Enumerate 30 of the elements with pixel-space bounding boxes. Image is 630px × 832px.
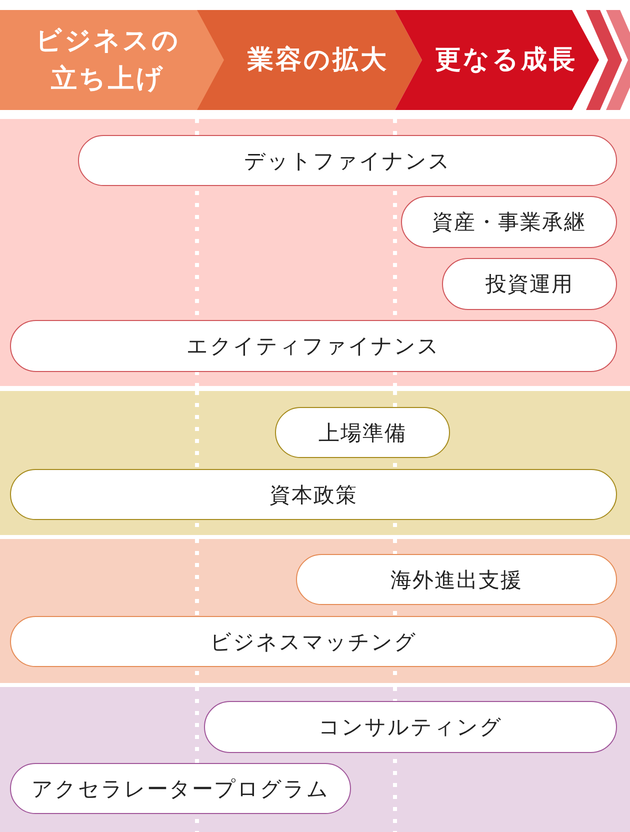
service-pill: [401, 196, 617, 248]
service-pill: [204, 701, 617, 753]
category-band: [0, 119, 630, 386]
service-pill: [10, 763, 351, 814]
service-name: 上場準備: [318, 420, 407, 446]
service-name: エクイティファイナンス: [186, 333, 440, 359]
service-name: ビジネスマッチング: [210, 628, 418, 654]
stage-label: 更なる成長: [434, 44, 578, 77]
service-pill: [10, 320, 617, 372]
service-name: 資産・事業承継: [432, 209, 586, 235]
service-pill: [275, 407, 450, 458]
category-band: [0, 687, 630, 832]
category-band: [0, 539, 630, 683]
stage-header: [197, 10, 422, 110]
service-pill: [10, 469, 617, 520]
category-band: [0, 391, 630, 535]
service-pill: [10, 616, 617, 667]
stage-header: [395, 10, 599, 110]
stage-header: [0, 10, 225, 110]
service-name: デットファイナンス: [244, 148, 452, 174]
service-name: コンサルティング: [318, 714, 503, 740]
service-pill: [78, 135, 617, 186]
stage-label: ビジネスの立ち上げ: [34, 25, 182, 96]
service-pill: [296, 554, 617, 605]
stage-label: 業容の拡大: [247, 44, 389, 77]
service-name: 海外進出支援: [390, 566, 523, 592]
service-name: 投資運用: [485, 271, 574, 297]
service-pill: [442, 258, 617, 310]
service-name: 資本政策: [269, 482, 358, 508]
service-name: アクセラレータープログラム: [32, 776, 330, 802]
